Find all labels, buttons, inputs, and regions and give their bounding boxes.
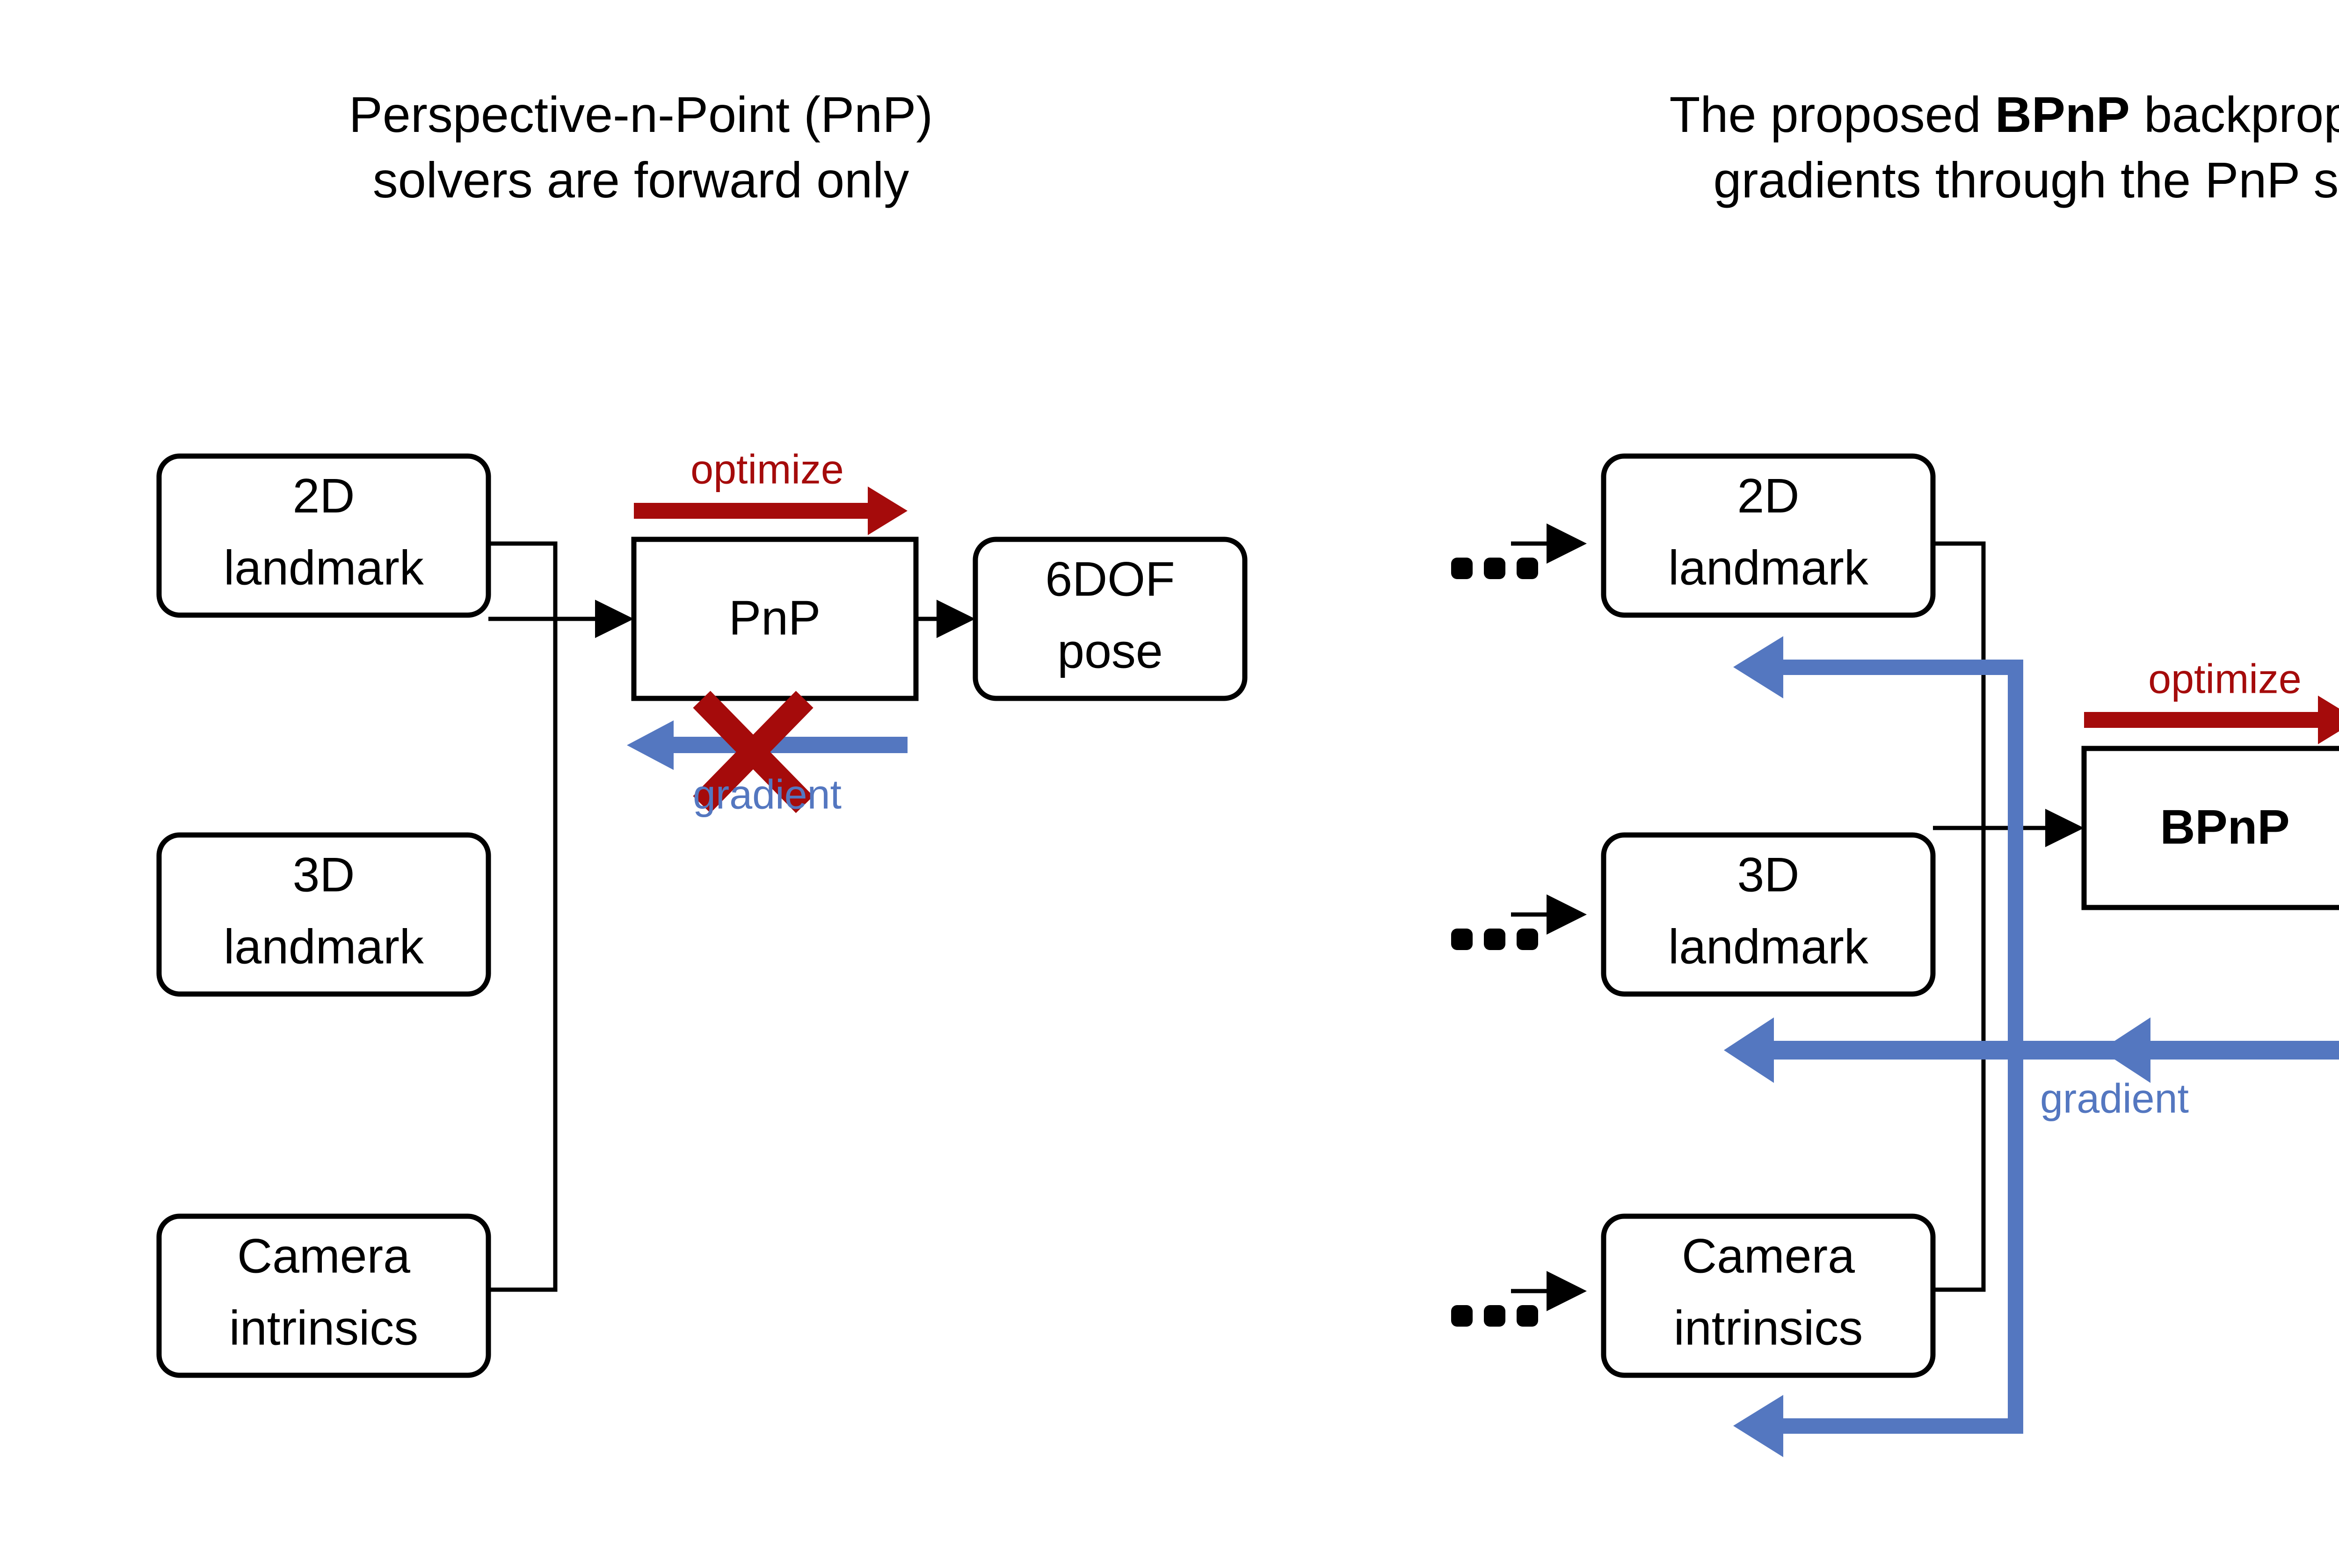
box-3d-landmark[interactable] — [156, 832, 491, 997]
box-6dof-pose[interactable] — [973, 537, 1248, 701]
box-right-camera-intrinsics[interactable] — [1601, 1213, 1936, 1378]
right-title-bold-bpnp: BPnP — [1995, 86, 2130, 143]
right-title-prefix: The proposed — [1669, 86, 1995, 143]
box-right-2d-landmark-line2: landmark — [1668, 541, 1869, 595]
label-right-optimize: optimize — [2148, 655, 2302, 702]
gradient-branch-top-arrowhead — [1733, 636, 1783, 698]
arrowhead-into-pose — [937, 600, 975, 638]
gradient-branch-bottom-arrowhead — [1733, 1395, 1783, 1457]
arrowhead-into-bpnp — [2045, 809, 2084, 847]
left-panel-title: Perspective-n-Point (PnP) solvers are for… — [126, 82, 1155, 213]
box-camera-intrinsics[interactable] — [156, 1213, 491, 1378]
box-2d-landmark-line1: 2D — [293, 469, 355, 523]
arrowhead-into-pnp — [595, 600, 634, 638]
x-cross-icon — [693, 690, 814, 813]
label-gradient: gradient — [693, 771, 842, 817]
box-camera-intrinsics-line2: intrinsics — [229, 1301, 419, 1355]
connector-2d-to-solver — [488, 541, 558, 619]
box-6dof-pose-line2: pose — [1057, 624, 1163, 678]
box-2d-landmark-line2: landmark — [224, 541, 424, 595]
box-6dof-pose-line1: 6DOF — [1045, 552, 1175, 606]
left-panel-diagram: 2D landmark 3D landmark Camera intrinsic… — [156, 446, 1248, 1378]
right-title-line2: gradients through the PnP solver. — [1713, 152, 2339, 209]
gradient-main-arrowhead-left — [1724, 1017, 1774, 1083]
box-right-2d-landmark[interactable] — [1601, 453, 1936, 618]
box-right-3d-landmark-line2: landmark — [1668, 920, 1869, 974]
box-pnp-solver[interactable] — [631, 537, 919, 701]
arrow-optimize — [634, 486, 908, 535]
box-2d-landmark[interactable] — [156, 453, 491, 618]
arrowhead-into-3d — [1547, 894, 1587, 935]
left-title-line2: solvers are forward only — [372, 152, 909, 209]
ellipsis-in-3d — [1451, 929, 1538, 950]
box-bpnp-solver-label: BPnP — [2160, 800, 2289, 854]
box-pnp-solver-label: PnP — [729, 591, 821, 645]
label-right-gradient: gradient — [2040, 1075, 2189, 1121]
box-right-camera-intrinsics-line2: intrinsics — [1674, 1301, 1863, 1355]
right-title-suffix: backpropagates — [2143, 86, 2339, 143]
left-title-line1: Perspective-n-Point (PnP) — [349, 86, 933, 143]
box-bpnp-solver[interactable] — [2081, 746, 2339, 910]
gradient-main-arrowhead-mid — [2100, 1017, 2150, 1083]
gradient-branch-top-shaft — [1782, 660, 2023, 675]
box-3d-landmark-line2: landmark — [224, 920, 424, 974]
arrow-right-optimize — [2084, 696, 2339, 744]
gradient-main-shaft — [1773, 1041, 2339, 1060]
gradient-branch-bottom-shaft — [1782, 1418, 2023, 1434]
connector-right-camera-to-solver — [1933, 828, 1986, 1292]
arrowhead-into-camera — [1547, 1271, 1587, 1311]
box-right-3d-landmark-line1: 3D — [1737, 848, 1800, 902]
box-right-camera-intrinsics-line1: Camera — [1682, 1229, 1855, 1283]
box-3d-landmark-line1: 3D — [293, 848, 355, 902]
box-right-3d-landmark[interactable] — [1601, 832, 1936, 997]
right-panel-title: The proposed BPnP backpropagates gradient… — [1525, 82, 2339, 213]
right-panel-diagram: 2D landmark 3D landmark Camera intrinsic… — [1451, 453, 2339, 1457]
label-optimize: optimize — [690, 446, 844, 492]
arrowhead-into-2d — [1547, 523, 1587, 564]
connector-right-2d-to-solver — [1933, 541, 1986, 828]
ellipsis-in-2d — [1451, 558, 1538, 579]
connector-camera-to-solver — [488, 619, 558, 1292]
box-right-2d-landmark-line1: 2D — [1737, 469, 1800, 523]
box-camera-intrinsics-line1: Camera — [237, 1229, 410, 1283]
ellipsis-in-camera — [1451, 1305, 1538, 1327]
